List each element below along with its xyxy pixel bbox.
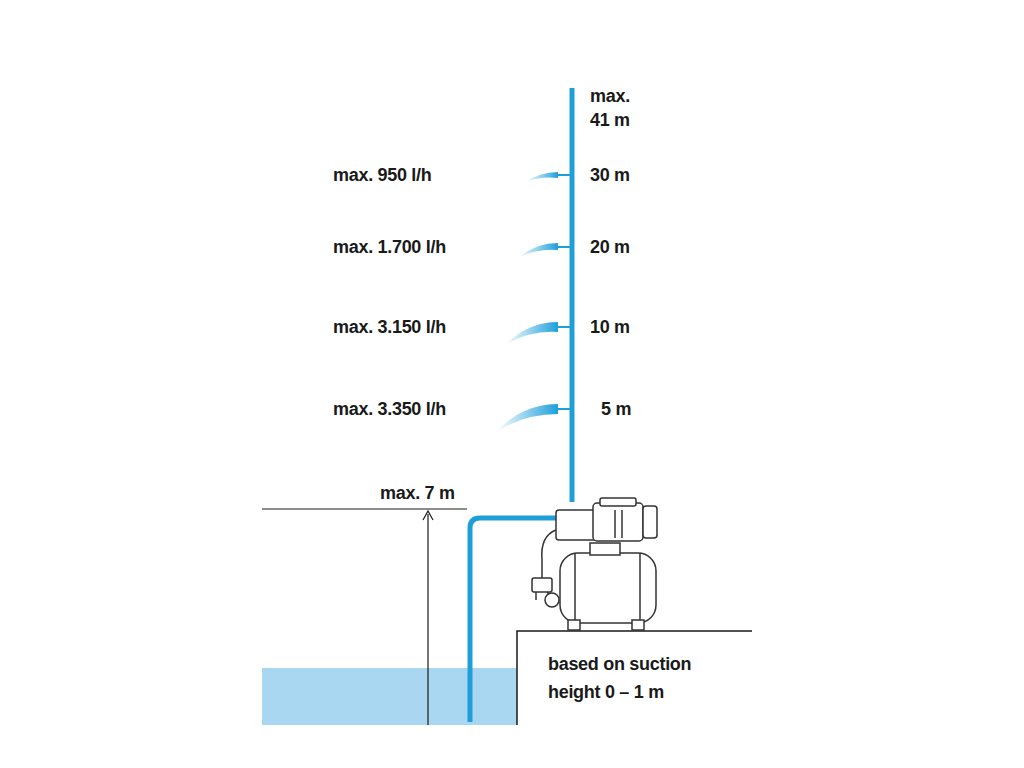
height-label: 30 m [590, 163, 630, 187]
pressure-pipe [570, 88, 575, 502]
height-line [262, 508, 467, 509]
height-label: 10 m [590, 315, 630, 339]
flow-rate-label: max. 950 l/h [333, 163, 431, 187]
suction-height-label: max. 7 m [380, 481, 455, 505]
flow-rate-label: max. 1.700 l/h [333, 235, 446, 259]
dimension-arrow [427, 514, 428, 725]
height-label: 20 m [590, 235, 630, 259]
suction-pipe [470, 518, 558, 722]
note-label: based on suction height 0 – 1 m [548, 650, 723, 706]
max-height-label: max. 41 m [590, 84, 642, 132]
water [262, 668, 517, 725]
ground-line [517, 631, 752, 725]
pump-unit [532, 498, 657, 630]
arrow-head [423, 511, 433, 520]
flow-rate-label: max. 3.150 l/h [333, 315, 446, 339]
flow-rate-label: max. 3.350 l/h [333, 397, 446, 421]
outlet-ticks [558, 175, 572, 409]
height-label: 5 m [601, 397, 631, 421]
water-jets [496, 172, 558, 432]
